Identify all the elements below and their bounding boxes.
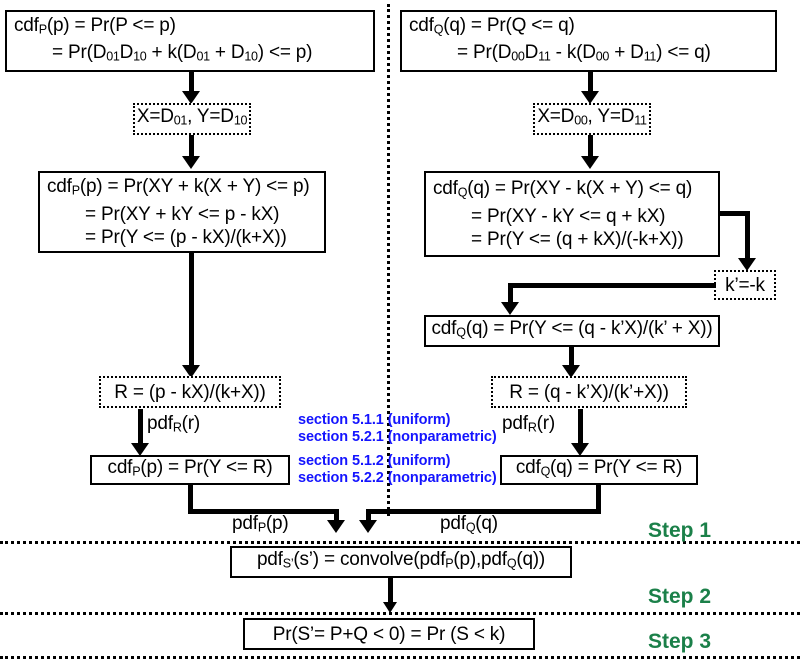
convolution-box: pdfS’(s’) = convolve(pdfP(p),pdfQ(q)) <box>230 546 572 578</box>
cdf-p-definition-line1: cdfP(p) = Pr(P <= p) <box>14 14 176 36</box>
cdf-q-expanded-line3: = Pr(Y <= (q + kX)/(-k+X)) <box>471 228 684 250</box>
arrowhead-right-sub-to-expanded <box>581 156 599 169</box>
edge-right-expanded-to-kprime-v <box>745 211 750 261</box>
cdf-p-expanded-line2: = Pr(XY + kY <= p - kX) <box>85 203 280 225</box>
cdf-q-expanded-line2: = Pr(XY - kY <= q + kX) <box>471 205 666 227</box>
edge-kprime-to-reparam-v <box>508 283 513 305</box>
section-note-2-section: section 5.2.1 <box>298 429 384 445</box>
section-note-3-section: section 5.1.2 <box>298 453 384 469</box>
cdf-q-definition-box: cdfQ(q) = Pr(Q <= q) = Pr(D00D11 - k(D00… <box>400 10 777 72</box>
cdf-q-reparam-label: cdfQ(q) = Pr(Y <= (q - k’X)/(k’ + X)) <box>431 318 713 340</box>
cdf-p-expanded-line3: = Pr(Y <= (p - kX)/(k+X)) <box>85 226 287 248</box>
edge-left-final-drop <box>334 509 339 523</box>
pdf-r-label-right: pdfR(r) <box>502 413 555 435</box>
pdf-r-label-left: pdfR(r) <box>147 413 200 435</box>
edge-right-reparam-to-r <box>569 347 574 370</box>
edge-right-expanded-to-kprime-h <box>720 211 750 216</box>
arrowhead-into-cdf-q-reparam <box>501 302 519 315</box>
substitution-xy-left-label: X=D01, Y=D10 <box>136 106 248 128</box>
step-2-divider <box>0 612 800 615</box>
section-note-1-kind: (uniform) <box>387 412 451 428</box>
k-prime-substitution-label: k’=-k <box>725 274 765 296</box>
edge-right-sub-to-expanded <box>588 135 593 159</box>
section-note-4-kind: (nonparametric) <box>387 470 497 486</box>
step-3-divider <box>0 656 800 659</box>
cdf-q-expanded-line1: cdfQ(q) = Pr(XY - k(X + Y) <= q) <box>433 178 693 200</box>
edge-left-r-to-cdf-final <box>138 409 143 446</box>
edge-right-final-drop <box>366 509 371 523</box>
cdf-q-final-box: cdfQ(q) = Pr(Y <= R) <box>500 455 698 485</box>
cdf-p-expanded-box: cdfP(p) = Pr(XY + k(X + Y) <= p) = Pr(XY… <box>38 171 326 253</box>
step-2-label: Step 2 <box>648 585 712 608</box>
step-1-divider <box>0 541 800 544</box>
r-substitution-left-box: R = (p - kX)/(k+X)) <box>99 376 281 408</box>
substitution-xy-left-box: X=D01, Y=D10 <box>133 103 251 135</box>
cdf-p-expanded-line1: cdfP(p) = Pr(XY + k(X + Y) <= p) <box>47 176 310 198</box>
edge-left-final-down <box>188 485 193 514</box>
cdf-q-definition-line1: cdfQ(q) = Pr(Q <= q) <box>409 14 575 36</box>
section-note-1-section: section 5.1.1 <box>298 412 384 428</box>
r-substitution-left-label: R = (p - kX)/(k+X)) <box>114 381 266 403</box>
final-probability-label: Pr(S’= P+Q < 0) = Pr (S < k) <box>272 623 506 645</box>
substitution-xy-right-label: X=D00, Y=D11 <box>537 106 647 128</box>
k-prime-substitution-box: k’=-k <box>714 270 776 300</box>
substitution-xy-right-box: X=D00, Y=D11 <box>533 103 651 135</box>
arrowhead-left-r-to-cdf-final <box>131 443 149 456</box>
step-3-label: Step 3 <box>648 630 712 653</box>
edge-right-r-to-cdf-final <box>578 409 583 446</box>
r-substitution-right-box: R = (q - k’X)/(k’+X)) <box>491 376 687 408</box>
arrowhead-right-def-to-sub <box>581 91 599 104</box>
cdf-p-final-label: cdfP(p) = Pr(Y <= R) <box>107 457 273 479</box>
edge-left-expanded-to-r <box>189 253 194 368</box>
final-probability-box: Pr(S’= P+Q < 0) = Pr (S < k) <box>243 618 535 650</box>
edge-left-sub-to-expanded <box>189 135 194 159</box>
cdf-p-final-box: cdfP(p) = Pr(Y <= R) <box>90 455 290 485</box>
edge-kprime-to-reparam-h <box>508 283 716 288</box>
edge-right-final-left <box>366 509 601 514</box>
section-note-3-kind: (uniform) <box>387 453 451 469</box>
cdf-q-final-label: cdfQ(q) = Pr(Y <= R) <box>515 457 683 479</box>
arrowhead-left-def-to-sub <box>182 91 200 104</box>
pdf-q-label: pdfQ(q) <box>440 513 498 535</box>
edge-right-def-to-sub <box>588 72 593 94</box>
section-note-4: section 5.2.2 (nonparametric) <box>298 470 497 487</box>
arrowhead-right-r-to-cdf-final <box>571 443 589 456</box>
cdf-q-reparam-box: cdfQ(q) = Pr(Y <= (q - k’X)/(k’ + X)) <box>424 315 720 347</box>
edge-right-final-down <box>596 485 601 514</box>
arrowhead-pdf-p-into-convolve <box>327 520 345 533</box>
edge-convolve-to-final <box>388 578 393 606</box>
section-note-1: section 5.1.1 (uniform) <box>298 412 451 429</box>
arrowhead-convolve-to-final <box>383 602 397 613</box>
branch-divider <box>387 4 390 516</box>
section-note-2: section 5.2.1 (nonparametric) <box>298 429 497 446</box>
section-note-4-section: section 5.2.2 <box>298 470 384 486</box>
arrowhead-into-kprime-box <box>738 258 756 271</box>
pdf-p-label: pdfP(p) <box>232 513 289 535</box>
arrowhead-left-sub-to-expanded <box>182 156 200 169</box>
r-substitution-right-label: R = (q - k’X)/(k’+X)) <box>509 381 669 403</box>
edge-left-final-right <box>188 509 339 514</box>
cdf-q-expanded-box: cdfQ(q) = Pr(XY - k(X + Y) <= q) = Pr(XY… <box>424 171 720 257</box>
arrowhead-right-reparam-to-r <box>562 365 580 378</box>
section-note-3: section 5.1.2 (uniform) <box>298 453 451 470</box>
cdf-p-definition-line2: = Pr(D01D10 + k(D01 + D10) <= p) <box>52 42 313 64</box>
convolution-label: pdfS’(s’) = convolve(pdfP(p),pdfQ(q)) <box>256 549 546 571</box>
cdf-p-definition-box: cdfP(p) = Pr(P <= p) = Pr(D01D10 + k(D01… <box>5 10 375 72</box>
edge-left-def-to-sub <box>189 72 194 94</box>
step-1-label: Step 1 <box>648 519 712 542</box>
arrowhead-left-expanded-to-r <box>182 365 200 378</box>
cdf-q-definition-line2: = Pr(D00D11 - k(D00 + D11) <= q) <box>457 42 711 64</box>
section-note-2-kind: (nonparametric) <box>387 429 497 445</box>
arrowhead-pdf-q-into-convolve <box>359 520 377 533</box>
